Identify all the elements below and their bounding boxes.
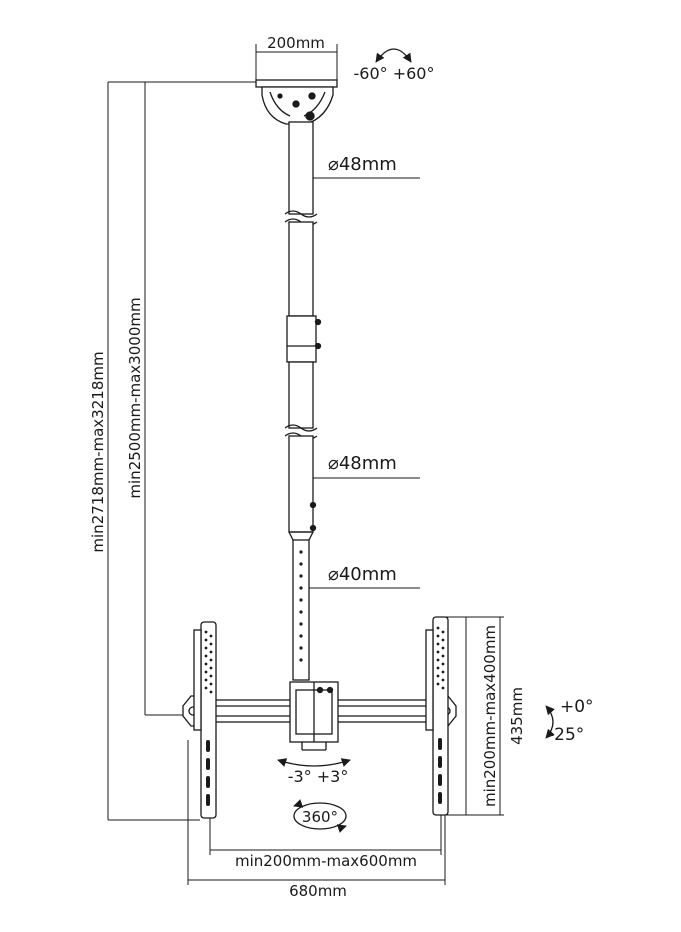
crossbar	[182, 681, 457, 751]
left-arm-holes	[204, 630, 213, 806]
rotation-indicators	[277, 48, 555, 833]
vesa-horizontal-label: min200mm-max600mm	[235, 852, 417, 870]
overall-width-label: 680mm	[289, 882, 347, 900]
pole-holes	[299, 550, 303, 662]
ceiling-plate	[255, 79, 338, 125]
rotation-label: 360°	[302, 808, 338, 826]
plate-width-label: 200mm	[267, 34, 325, 52]
right-vesa-arm	[425, 616, 449, 816]
pole-upper-diameter-label: ⌀48mm	[328, 154, 397, 175]
left-vesa-arm	[193, 621, 217, 819]
total-height-label: min2718mm-max3218mm	[89, 351, 107, 552]
pole-height-label: min2500mm-max3000mm	[126, 297, 144, 498]
bracket-height-label: 435mm	[508, 687, 526, 745]
tilt-negative-label: -25°	[548, 725, 584, 745]
swivel-label: -3° +3°	[288, 767, 349, 786]
tilt-positive-label: +0°	[560, 697, 594, 717]
dimension-lines	[107, 44, 504, 885]
telescopic-pole	[284, 121, 322, 681]
tilt-head-label: -60° +60°	[354, 64, 435, 83]
pole-mid-diameter-label: ⌀48mm	[328, 453, 397, 474]
right-arm-holes	[436, 626, 445, 804]
pole-lower-diameter-label: ⌀40mm	[328, 564, 397, 585]
vesa-vertical-label: min200mm-max400mm	[481, 625, 499, 807]
